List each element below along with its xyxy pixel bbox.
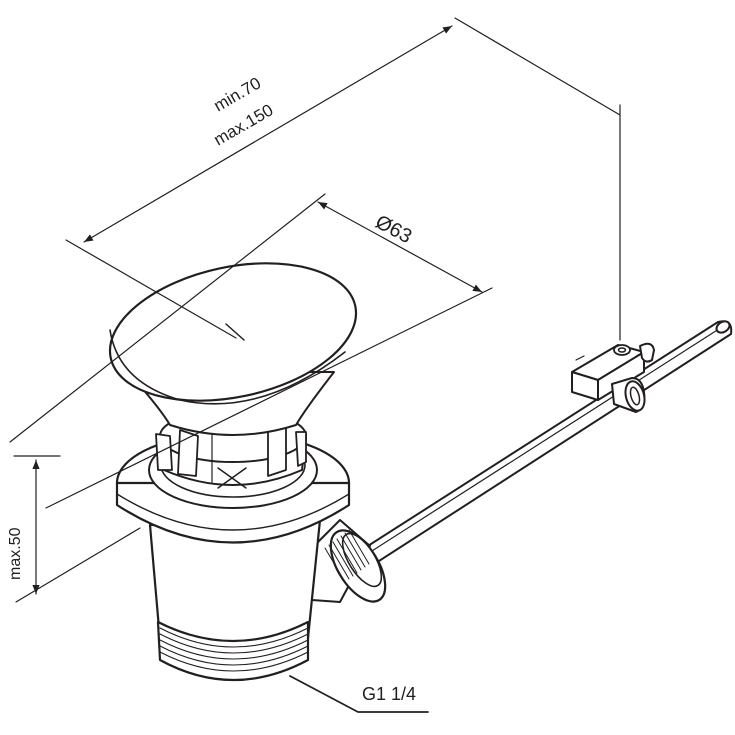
dimension-body-height: max.50 bbox=[7, 455, 141, 603]
cap-center-mark bbox=[225, 323, 245, 341]
body-height-label: max.50 bbox=[7, 527, 24, 580]
tailpiece-thread bbox=[156, 620, 310, 681]
lever-rod bbox=[345, 320, 733, 573]
body-center-mark bbox=[217, 467, 247, 489]
outlet-connector bbox=[307, 519, 387, 603]
thread-label: G1 1/4 bbox=[362, 684, 416, 704]
thread-callout: G1 1/4 bbox=[289, 675, 429, 713]
cap-diameter-label: Ø63 bbox=[372, 211, 416, 248]
pop-up-cap bbox=[108, 262, 358, 436]
rod-clamp bbox=[571, 342, 655, 413]
